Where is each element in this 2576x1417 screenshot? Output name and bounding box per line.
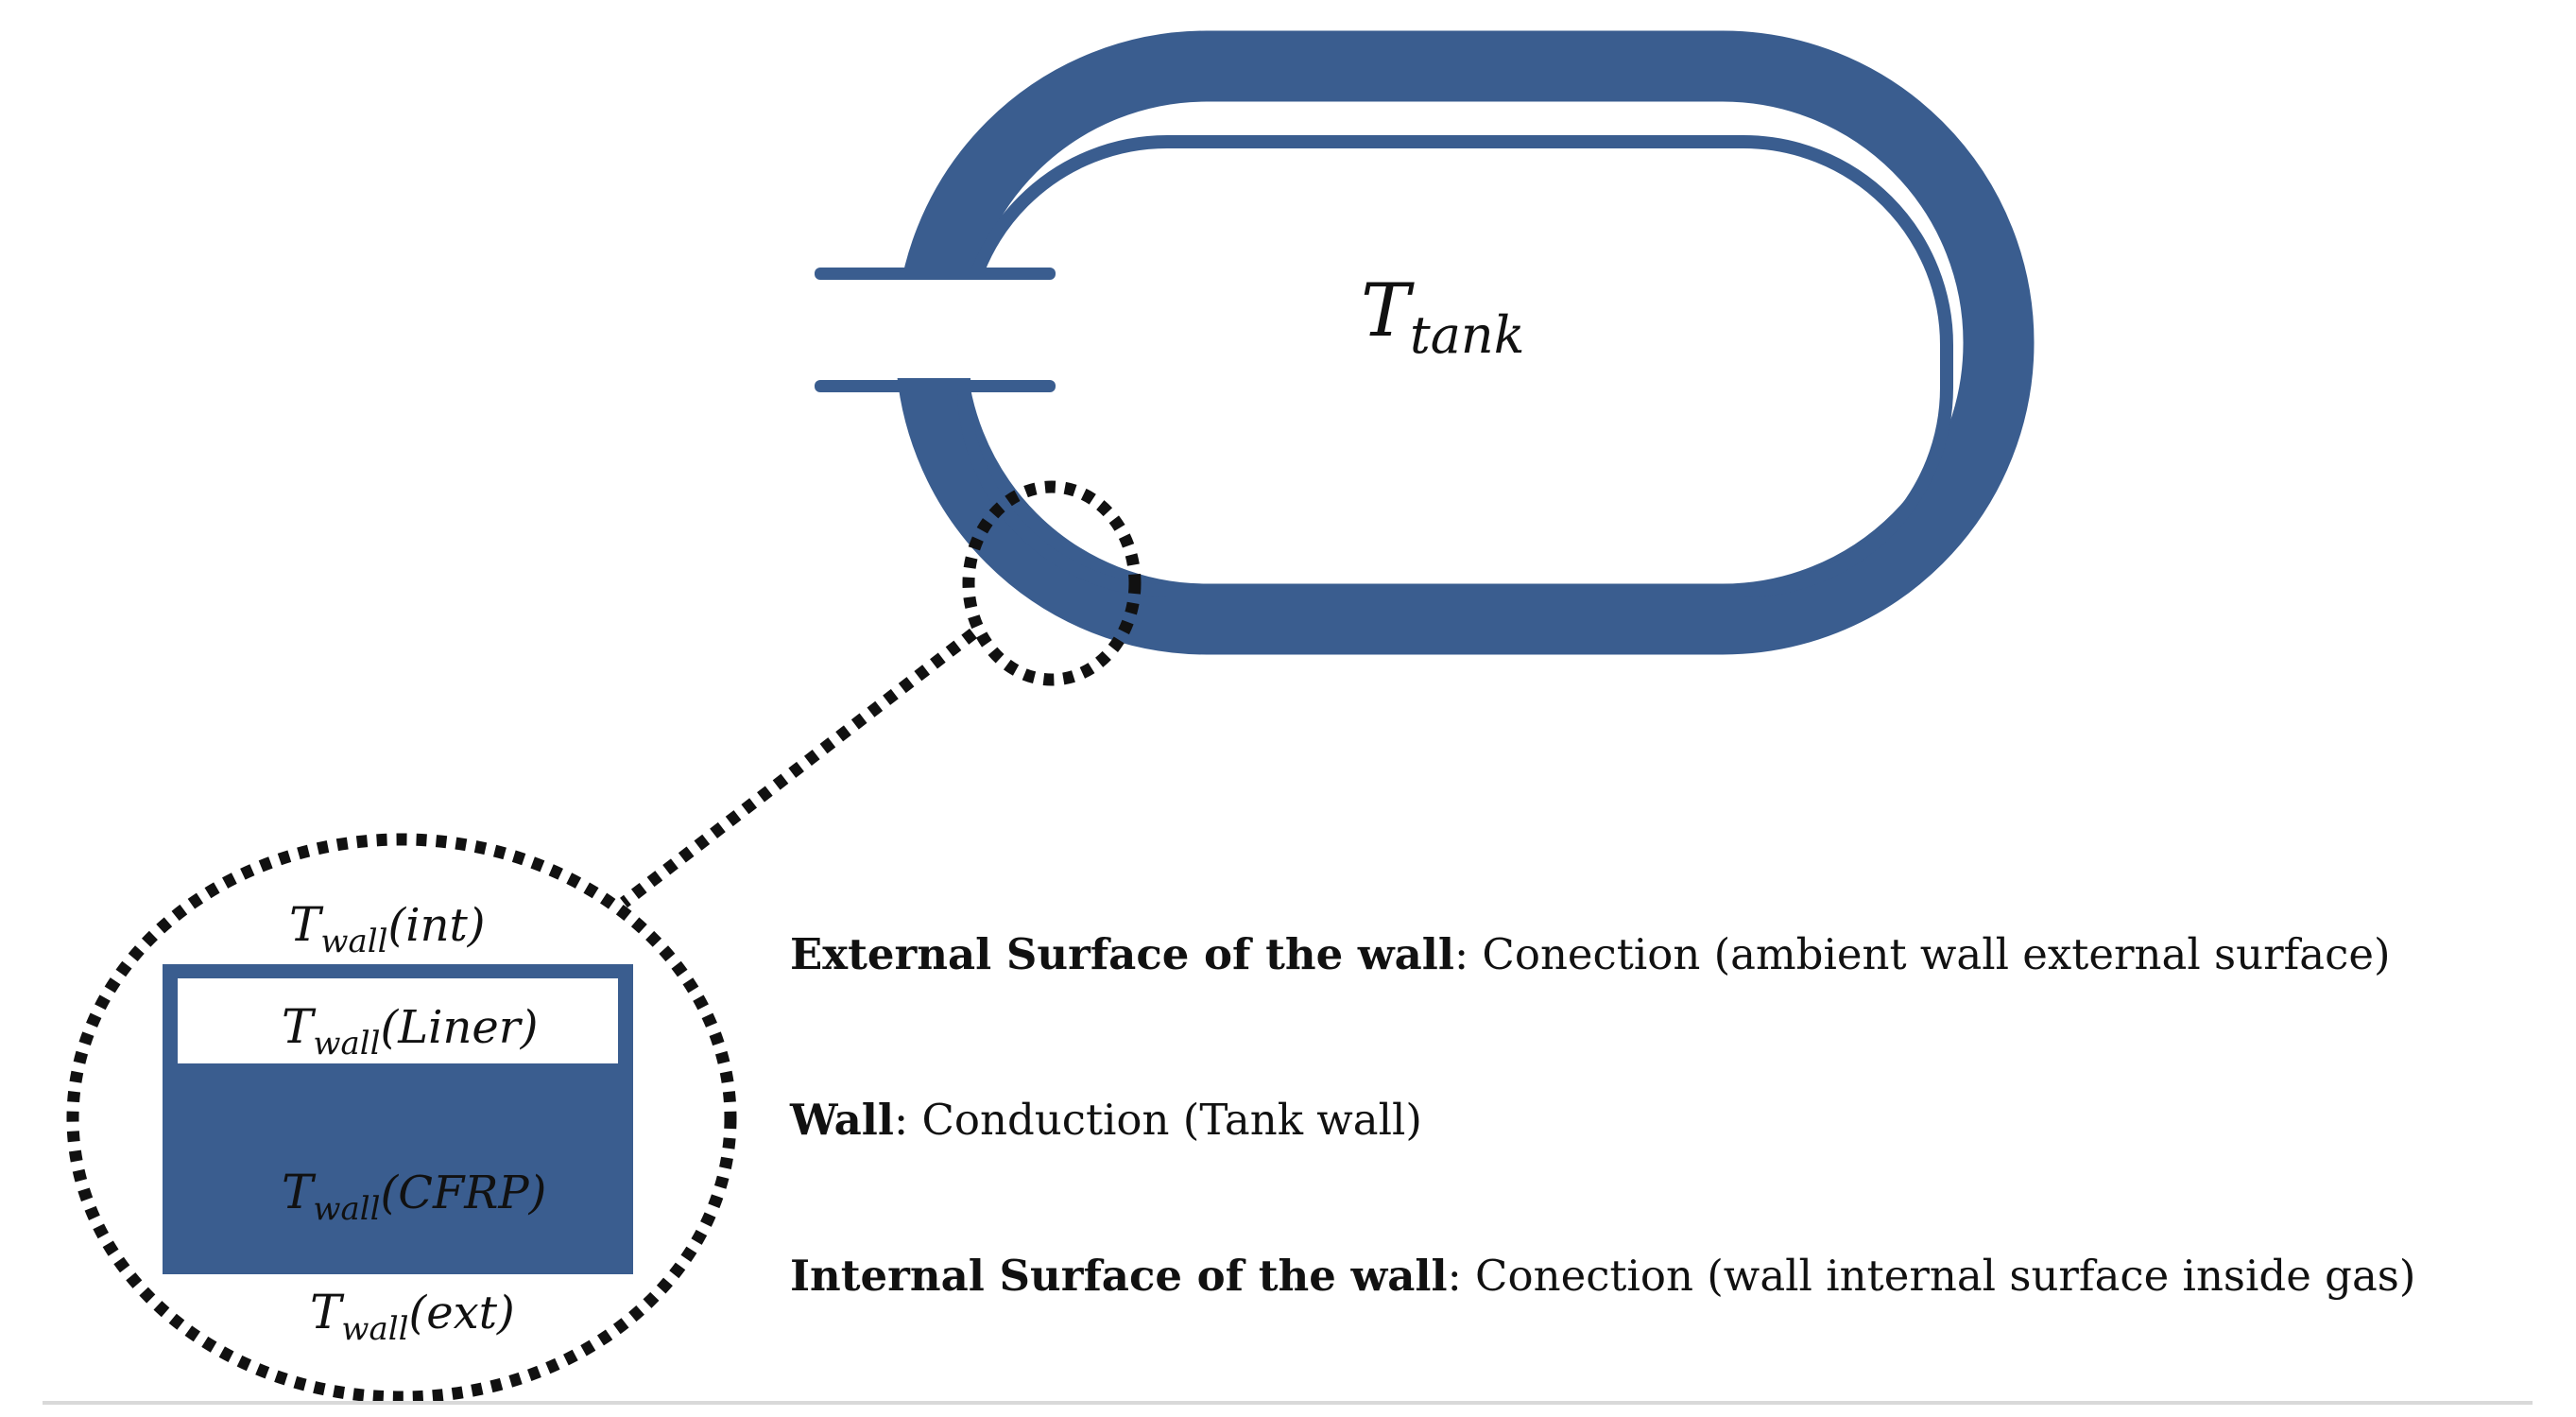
wall-liner-temperature-subscript: wall [313,1025,380,1063]
wall-cfrp-temperature-argument: (CFRP) [380,1166,546,1219]
wall-cfrp-temperature-label: Twall(CFRP) [282,1165,546,1228]
nozzle-top-flange [815,268,1056,280]
wall-external-temperature-symbol: T [310,1285,345,1339]
wall-highlight-circle [962,480,1142,686]
wall-internal-temperature-subscript: wall [320,923,387,960]
zoom-leader-line [620,628,977,908]
tank-temperature-symbol: T [1361,268,1415,354]
wall-external-temperature-subscript: wall [341,1310,408,1348]
wall-cfrp-temperature-symbol: T [282,1165,317,1219]
wall-liner-temperature-symbol: T [282,999,317,1054]
liner-layer [178,978,618,1063]
wall-external-temperature-label: Twall(ext) [310,1285,515,1348]
tank-temperature-subscript: tank [1410,305,1524,365]
wall-liner-temperature-argument: (Liner) [380,1001,538,1054]
wall-internal-temperature-label: Twall(int) [289,897,486,960]
nozzle-gap [815,274,1056,378]
legend-wall-term: Wall [789,1095,894,1145]
nozzle-bottom-flange [815,380,1056,392]
tank-temperature-label: Ttank [1361,268,1524,365]
legend-wall: Wall: Conduction (Tank wall) [789,1095,1422,1145]
legend-external-surface-term: External Surface of the wall [790,929,1454,979]
zoom-circle [66,833,737,1404]
wall-external-temperature-argument: (ext) [408,1287,514,1339]
wall-internal-temperature-argument: (int) [387,899,485,952]
wall-liner-temperature-label: Twall(Liner) [282,999,538,1063]
legend-internal-surface-term: Internal Surface of the wall [790,1251,1448,1301]
legend-wall-description: : Conduction (Tank wall) [894,1095,1422,1145]
legend-external-surface-description: : Conection (ambient wall external surfa… [1454,929,2391,979]
wall-cfrp-temperature-subscript: wall [313,1190,380,1228]
legend-internal-surface: Internal Surface of the wall: Conection … [790,1251,2415,1301]
legend-external-surface: External Surface of the wall: Conection … [790,929,2391,979]
wall-internal-temperature-symbol: T [289,897,324,952]
legend-internal-surface-description: : Conection (wall internal surface insid… [1448,1251,2416,1301]
